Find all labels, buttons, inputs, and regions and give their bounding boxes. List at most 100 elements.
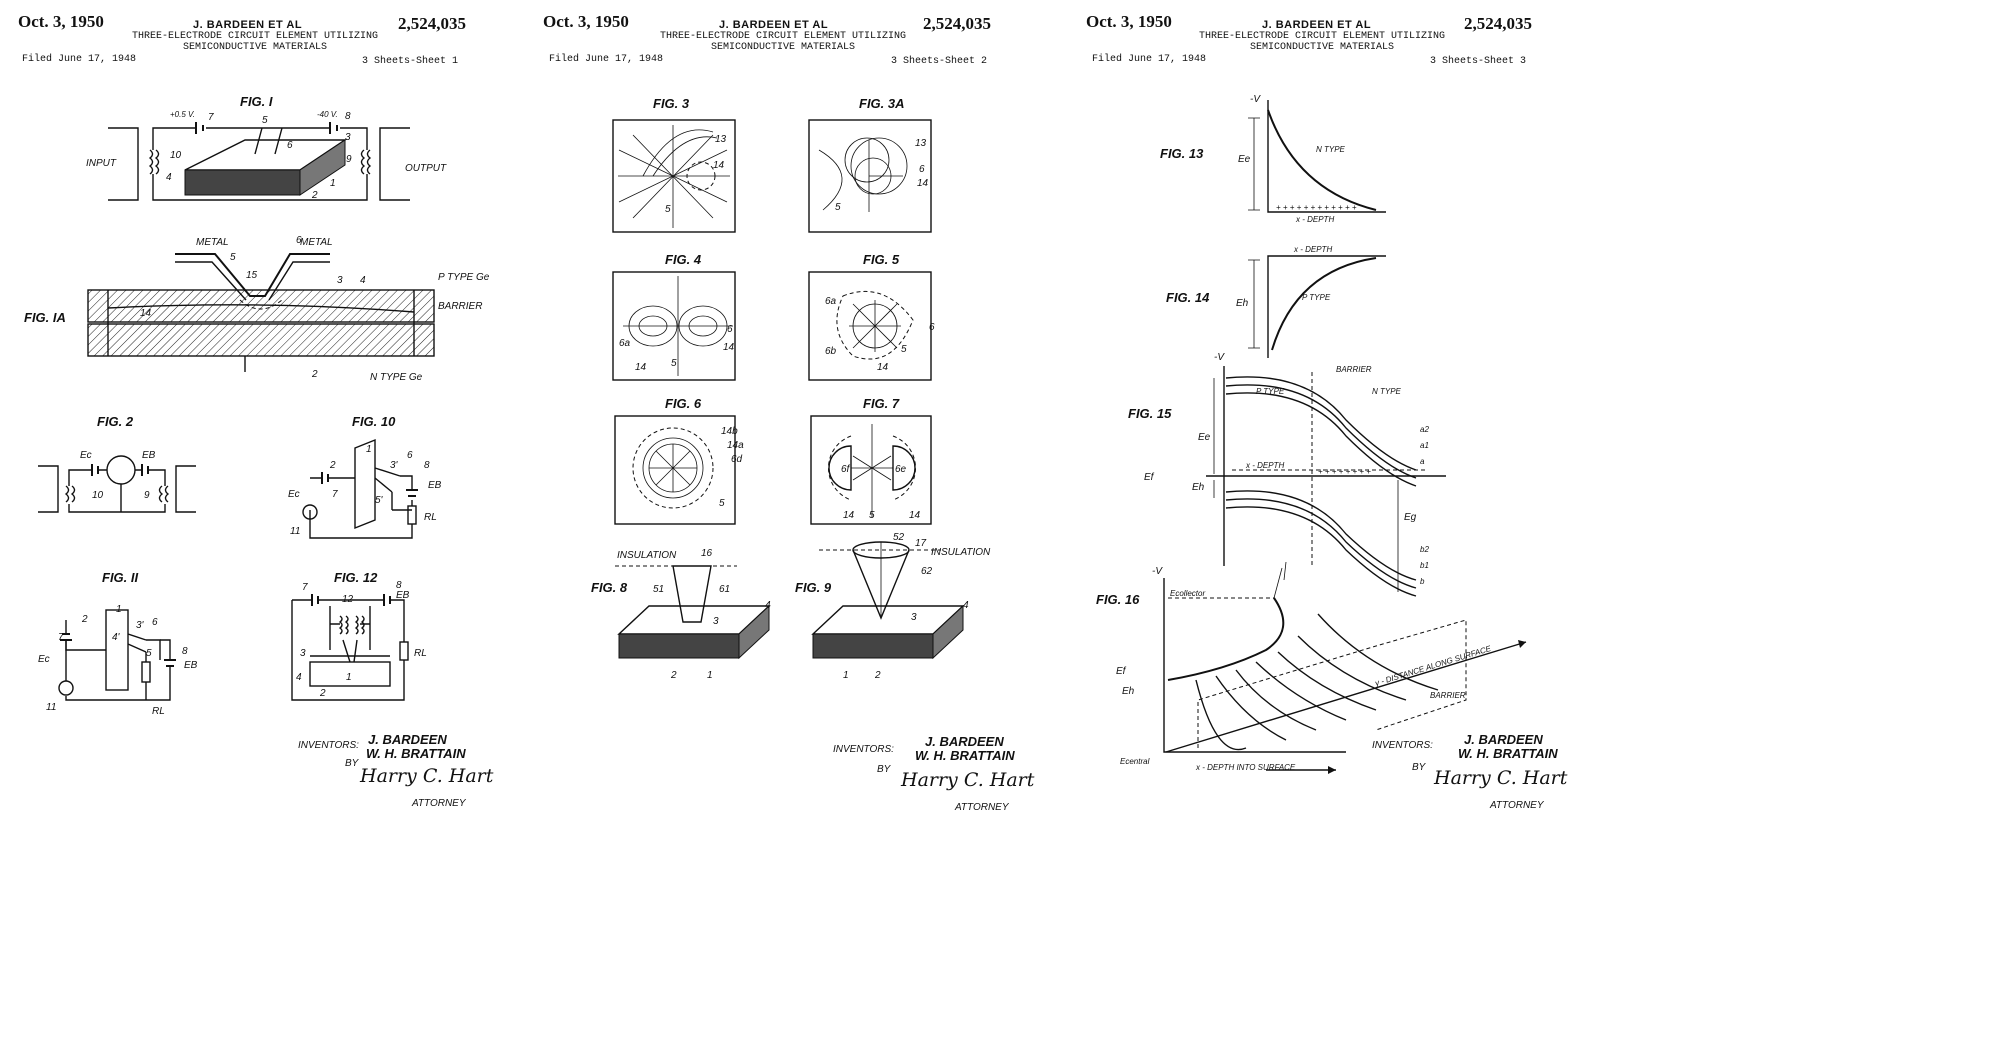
ref-2e: 2: [319, 688, 326, 699]
fig9-drawing: INSULATION 52 17 62 3 4 1 2: [811, 532, 991, 681]
ref-4p-d: 4': [112, 632, 121, 643]
ref-1-8: 1: [707, 670, 713, 681]
ref-14-7b: 14: [909, 510, 921, 521]
attorney-signature-2: Harry C. Hart: [900, 769, 1035, 791]
ref-6d: 6: [152, 617, 158, 628]
inventors-short-2: J. BARDEEN ET AL: [719, 19, 829, 31]
sheet-1-drawings: FIG. I INPUT OUTPUT +0.5 V. -40 V. 7 8 5…: [24, 94, 494, 809]
fig11-drawing: 2 1 3' 4' 6 5 8 EB RL Ec 7 11: [38, 604, 198, 717]
inventor-1-2: J. BARDEEN: [925, 734, 1004, 749]
ref-3p: 3': [390, 460, 399, 471]
fig14-label: FIG. 14: [1166, 290, 1210, 305]
fig7-drawing: 6f 6e 14 5 14: [810, 415, 932, 525]
ref-6c: 6: [407, 450, 413, 461]
sheet-label-3: 3 Sheets-Sheet 3: [1430, 56, 1527, 67]
patent-number: 2,524,035: [398, 14, 466, 33]
attorney-label-3: ATTORNEY: [1489, 800, 1545, 811]
svg-text:+ + + + + + + +: + + + + + + + +: [1318, 467, 1371, 476]
svg-text:+ + + + + + + + + + + +: + + + + + + + + + + + +: [1276, 203, 1357, 212]
sheet-3-drawings: FIG. 13 -V Ee N TYPE x - DEPTH + + + + +…: [1096, 94, 1568, 811]
ef-15: Ef: [1144, 472, 1155, 483]
filed-date-2: Filed June 17, 1948: [549, 54, 664, 65]
fig12-drawing: 7 8 EB 12 RL 3 4 1 2: [291, 580, 427, 701]
ref-6a-4: 6a: [619, 338, 631, 349]
ec-label-3: Ec: [38, 654, 50, 665]
fig1a-label: FIG. IA: [24, 310, 66, 325]
sheet-label: 3 Sheets-Sheet 1: [362, 56, 459, 67]
ref-15: 15: [246, 270, 258, 281]
ref-3p-d: 3': [136, 620, 145, 631]
ref-1: 1: [330, 178, 336, 189]
a2-label: a2: [1420, 425, 1429, 434]
ec-label: Ec: [80, 450, 92, 461]
e-collector-16: Ecollector: [1170, 589, 1205, 598]
ref-1e: 1: [346, 672, 352, 683]
title-line-2: SEMICONDUCTIVE MATERIALS: [182, 42, 328, 53]
ef-16: Ef: [1116, 666, 1127, 677]
inventor-2-2: W. H. BRATTAIN: [915, 748, 1015, 763]
ref-5p: 5': [375, 495, 384, 506]
ref-13a: 13: [715, 134, 727, 145]
inventor-2: W. H. BRATTAIN: [366, 746, 466, 761]
eh-14: Eh: [1236, 298, 1249, 309]
patent-date: Oct. 3, 1950: [18, 12, 104, 31]
ref-7d: 7: [58, 632, 64, 643]
n-type-label: N TYPE Ge: [370, 372, 423, 383]
title-line-2-3: SEMICONDUCTIVE MATERIALS: [1249, 42, 1395, 53]
minus-v-15: -V: [1214, 352, 1225, 363]
insulation-right-label: INSULATION: [931, 547, 991, 558]
b1-label: b1: [1420, 561, 1429, 570]
attorney-label: ATTORNEY: [411, 798, 467, 809]
ref-2b: 2: [311, 369, 318, 380]
ref-6-5: 6: [929, 322, 935, 333]
ref-14b-6: 14b: [721, 426, 738, 437]
title-line-1-2: THREE-ELECTRODE CIRCUIT ELEMENT UTILIZIN…: [659, 31, 907, 42]
ref-8d: 8: [182, 646, 188, 657]
eh-16: Eh: [1122, 686, 1135, 697]
ref-6b: 6b: [825, 346, 837, 357]
fig13-label: FIG. 13: [1160, 146, 1204, 161]
attorney-signature: Harry C. Hart: [359, 765, 494, 787]
sheet-1: Oct. 3, 1950 J. BARDEEN ET AL 2,524,035 …: [0, 0, 522, 822]
ref-6d: 6d: [731, 454, 743, 465]
inventor-2-3: W. H. BRATTAIN: [1458, 746, 1558, 761]
patent-number-2: 2,524,035: [923, 14, 991, 33]
ref-8e: 8: [396, 580, 402, 591]
minus-v-13: -V: [1250, 94, 1261, 105]
title-line-2-2: SEMICONDUCTIVE MATERIALS: [710, 42, 856, 53]
fig8-label: FIG. 8: [591, 580, 628, 595]
inventors-label: INVENTORS:: [298, 740, 359, 751]
ref-6a-5: 6a: [825, 296, 837, 307]
ref-10b: 10: [92, 490, 104, 501]
ref-16: 16: [701, 548, 713, 559]
by-label-3: BY: [1412, 762, 1427, 773]
patent-date-3: Oct. 3, 1950: [1086, 12, 1172, 31]
eb-label-4: EB: [396, 590, 410, 601]
ref-9: 9: [346, 154, 352, 165]
ref-6b: 6: [296, 235, 302, 246]
ref-13b: 13: [915, 138, 927, 149]
ref-12: 12: [342, 594, 354, 605]
inventors-label-3: INVENTORS:: [1372, 740, 1433, 751]
barrier-label: BARRIER: [438, 301, 482, 312]
signature-block-2: INVENTORS: J. BARDEEN W. H. BRATTAIN BY …: [833, 734, 1035, 813]
fig4-drawing: 6 6a 5 14 14: [612, 271, 736, 381]
ref-11: 11: [290, 526, 300, 537]
fig8-drawing: INSULATION 16 51 61 3 4 2 1: [615, 548, 771, 681]
fig3a-drawing: 13 6 14 5: [808, 119, 932, 233]
ref-1c: 1: [366, 444, 372, 455]
a1-label: a1: [1420, 441, 1429, 450]
eh-15: Eh: [1192, 482, 1205, 493]
fig11-label: FIG. II: [102, 570, 139, 585]
ref-7c: 7: [332, 489, 338, 500]
inventors-short-3: J. BARDEEN ET AL: [1262, 19, 1372, 31]
fig7-label: FIG. 7: [863, 396, 900, 411]
ref-9b: 9: [144, 490, 150, 501]
fig12-label: FIG. 12: [334, 570, 378, 585]
ref-14c2: 14: [723, 342, 735, 353]
signature-block-3: INVENTORS: J. BARDEEN W. H. BRATTAIN BY …: [1372, 732, 1568, 811]
ref-7: 7: [208, 112, 214, 123]
eg-15: Eg: [1404, 512, 1417, 523]
ref-5d: 5: [146, 648, 152, 659]
x-depth-15: x - DEPTH: [1245, 461, 1284, 470]
